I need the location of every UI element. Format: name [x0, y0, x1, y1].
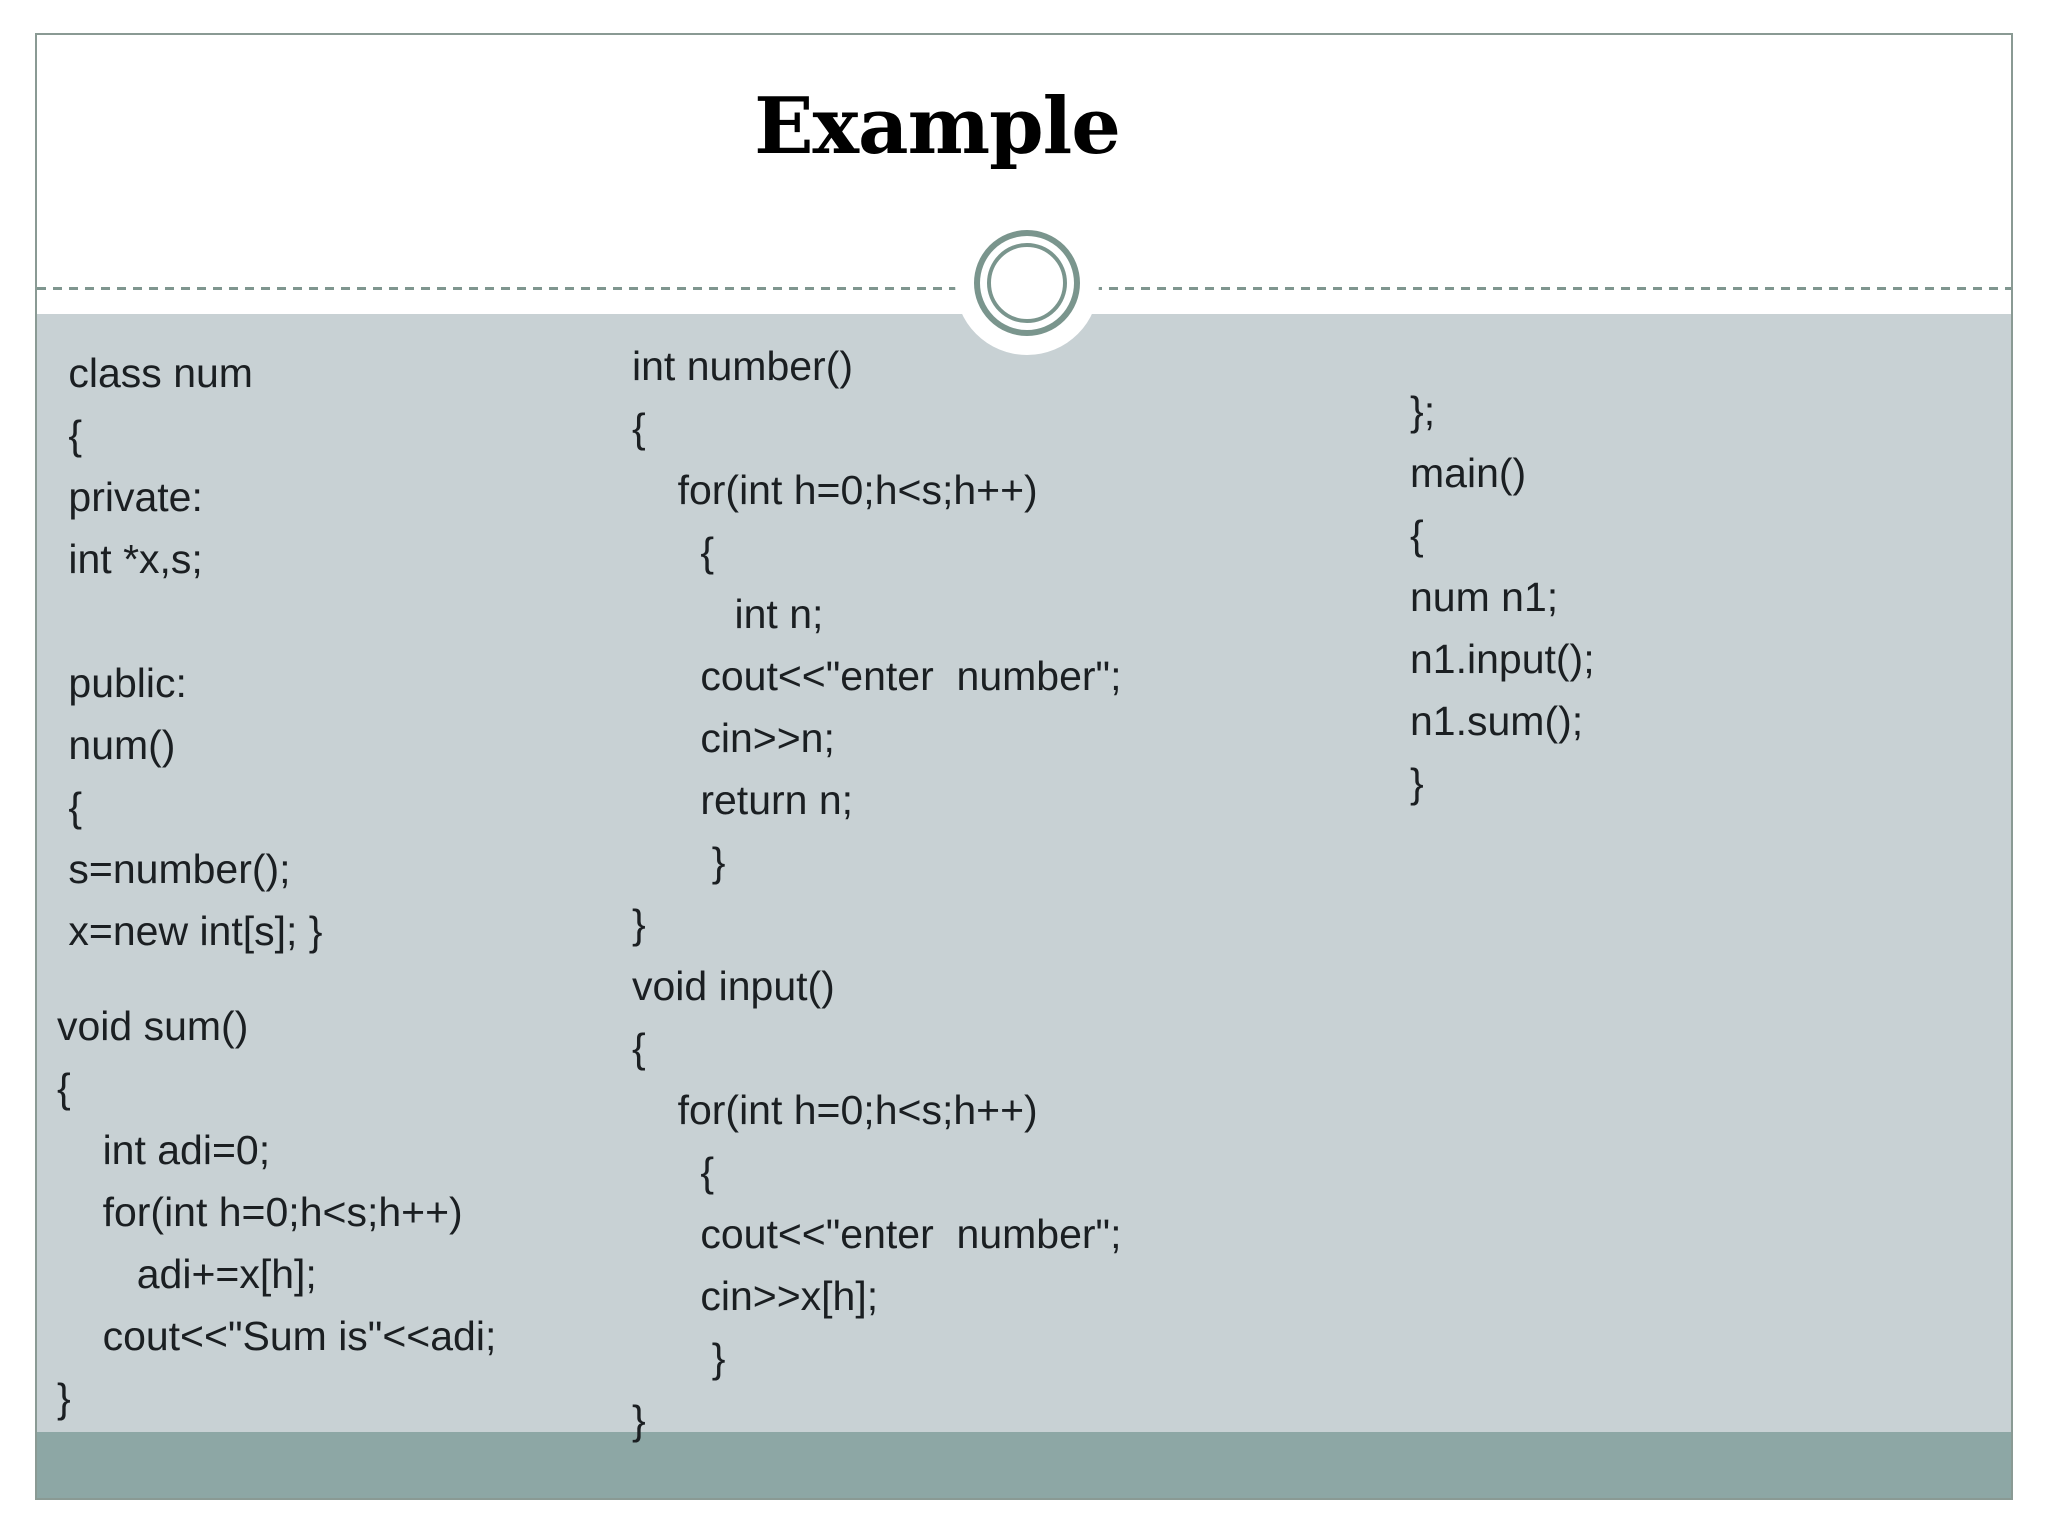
- code-block-number-and-input-functions: int number() { for(int h=0;h<s;h++) { int…: [632, 335, 1121, 1451]
- code-line: n1.sum();: [1410, 698, 1584, 744]
- code-line: private:: [57, 474, 203, 520]
- footer-bar: [37, 1432, 2011, 1498]
- code-line: {: [1410, 512, 1424, 558]
- code-line: int n;: [632, 591, 824, 637]
- code-line: int number(): [632, 343, 854, 389]
- code-line: }: [57, 1375, 71, 1421]
- code-line: for(int h=0;h<s;h++): [632, 1087, 1038, 1133]
- code-line: cout<<"Sum is"<<adi;: [57, 1313, 497, 1359]
- code-block-class-declaration: class num { private: int *x,s; public: n…: [57, 342, 323, 962]
- code-block-main-function: }; main() { num n1; n1.input(); n1.sum();}: [1410, 380, 1595, 814]
- code-block-sum-function: void sum() { int adi=0; for(int h=0;h<s;h…: [57, 995, 496, 1429]
- code-line: int adi=0;: [57, 1127, 271, 1173]
- code-line: main(): [1410, 450, 1527, 496]
- code-line: s=number();: [57, 846, 291, 892]
- code-line: return n;: [632, 777, 854, 823]
- code-line: [57, 590, 323, 652]
- code-line: {: [632, 1149, 715, 1195]
- code-line: {: [57, 412, 83, 458]
- code-line: }: [1410, 760, 1424, 806]
- code-line: void input(): [632, 963, 835, 1009]
- code-line: num n1;: [1410, 574, 1559, 620]
- code-line: }: [632, 839, 726, 885]
- code-line: {: [632, 405, 646, 451]
- code-line: cin>>n;: [632, 715, 835, 761]
- code-line: void sum(): [57, 1003, 249, 1049]
- code-line: }: [632, 1335, 726, 1381]
- code-line: };: [1410, 388, 1436, 434]
- code-line: num(): [57, 722, 176, 768]
- double-ring-ornament-icon: [974, 230, 1080, 336]
- slide-title: Example: [754, 81, 1121, 172]
- code-line: {: [57, 784, 83, 830]
- slide: Example class num { private: int *x,s; p…: [35, 33, 2013, 1500]
- code-line: x=new int[s]; }: [57, 908, 323, 954]
- code-line: n1.input();: [1410, 636, 1595, 682]
- code-line: cout<<"enter number";: [632, 1211, 1122, 1257]
- code-line: }: [632, 1397, 646, 1443]
- code-line: }: [632, 901, 646, 947]
- code-line: int *x,s;: [57, 536, 203, 582]
- code-line: adi+=x[h];: [57, 1251, 317, 1297]
- code-line: cout<<"enter number";: [632, 653, 1122, 699]
- code-line: for(int h=0;h<s;h++): [632, 467, 1038, 513]
- code-line: {: [632, 529, 715, 575]
- code-line: cin>>x[h];: [632, 1273, 879, 1319]
- code-line: {: [57, 1065, 71, 1111]
- code-line: class num: [57, 350, 253, 396]
- code-line: {: [632, 1025, 646, 1071]
- code-line: public:: [57, 660, 187, 706]
- content-area: [37, 314, 2011, 1432]
- code-line: for(int h=0;h<s;h++): [57, 1189, 463, 1235]
